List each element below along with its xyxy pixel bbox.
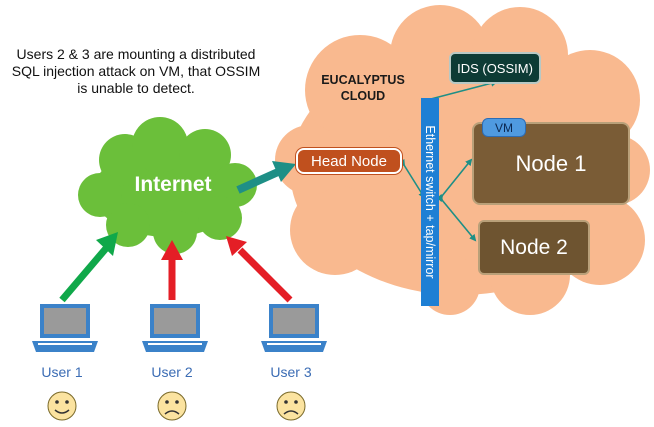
vm-badge: VM	[482, 118, 526, 137]
laptop-icon	[261, 304, 327, 352]
user2-arrow	[161, 240, 183, 300]
vm-label: VM	[495, 120, 513, 135]
user2-label: User 2	[151, 364, 193, 380]
ids-label: IDS (OSSIM)	[457, 60, 533, 76]
cloud-title: EUCALYPTUS CLOUD	[321, 73, 405, 103]
internet-to-cloud-arrow	[236, 161, 296, 194]
network-links	[398, 79, 498, 242]
laptop-icon	[142, 304, 208, 352]
user1-label: User 1	[41, 364, 83, 380]
sad-face-icon	[276, 391, 306, 421]
node2-box: Node 2	[478, 220, 590, 275]
switch-label: Ethernet switch + tap/mirror	[423, 125, 437, 279]
ids-box: IDS (OSSIM)	[449, 52, 541, 84]
user1-arrow	[59, 232, 118, 303]
laptop-icon	[32, 304, 98, 352]
user3-arrow	[226, 236, 293, 303]
sad-face-icon	[157, 391, 187, 421]
user3-label: User 3	[270, 364, 312, 380]
head-node-box: Head Node	[296, 148, 402, 174]
node2-label: Node 2	[500, 235, 568, 259]
attack-caption: Users 2 & 3 are mounting a distributed S…	[11, 46, 261, 96]
ethernet-switch-bar: Ethernet switch + tap/mirror	[421, 98, 439, 306]
node1-label: Node 1	[515, 150, 587, 176]
happy-face-icon	[47, 391, 77, 421]
head-node-label: Head Node	[311, 152, 387, 170]
internet-cloud-shape	[78, 117, 257, 254]
internet-label: Internet	[134, 173, 212, 196]
